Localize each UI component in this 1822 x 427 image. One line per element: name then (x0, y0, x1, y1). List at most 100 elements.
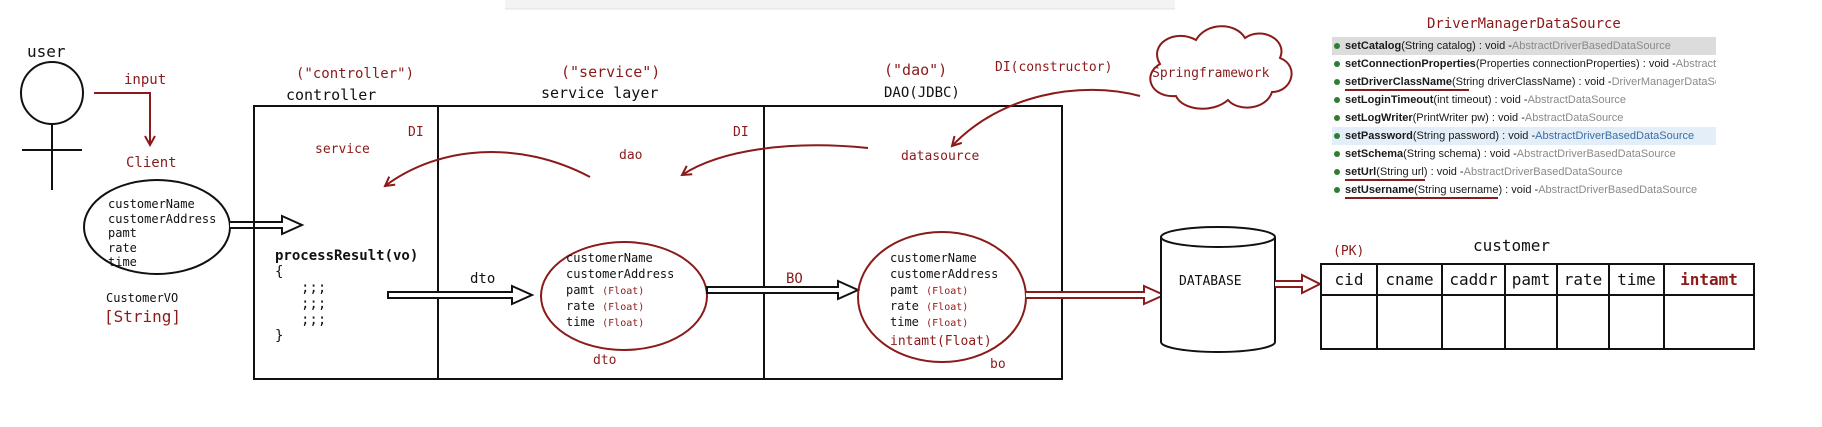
column-cname: cname (1376, 263, 1443, 296)
method-item-setPassword[interactable]: setPassword(String password) : void - Ab… (1332, 127, 1716, 145)
method-item-setUsername[interactable]: setUsername(String username) : void - Ab… (1332, 181, 1716, 199)
column-rate: rate (1556, 263, 1610, 296)
customer-table-title: customer (1473, 236, 1551, 255)
public-method-icon (1334, 151, 1340, 157)
client-field: customerAddress (108, 211, 217, 226)
dao-label: DAO(JDBC) (884, 85, 960, 101)
client-field: pamt (108, 226, 137, 240)
service-stereotype: ("service") (561, 63, 661, 81)
table-cell (1556, 294, 1610, 350)
dao-ref-label: dao (619, 148, 643, 163)
method-item-setConnectionProperties[interactable]: setConnectionProperties(Properties conne… (1332, 55, 1716, 73)
bo-field: time (Float) (890, 315, 969, 329)
customer-table: cid cname caddr pamt rate time intamt (1320, 263, 1755, 350)
client-field: customerName (108, 197, 195, 211)
input-arrow (94, 92, 150, 145)
di-label-controller: DI (408, 125, 424, 140)
bo-arrow-label: BO (786, 271, 803, 287)
table-cell (1320, 294, 1378, 350)
column-intamt: intamt (1663, 263, 1755, 296)
customer-vo-label: CustomerVO (106, 291, 179, 305)
method-item-setCatalog[interactable]: setCatalog(String catalog) : void - Abst… (1332, 37, 1716, 55)
method-item-setDriverClassName[interactable]: setDriverClassName(String driverClassNam… (1332, 73, 1716, 91)
method-signature: processResult(vo) (275, 248, 419, 264)
string-type-label: [String] (104, 307, 182, 326)
column-pamt: pamt (1504, 263, 1558, 296)
method-item-setUrl[interactable]: setUrl(String url) : void - AbstractDriv… (1332, 163, 1716, 181)
dto-arrow-label: dto (470, 271, 496, 287)
dto-field: pamt (Float) (566, 283, 645, 297)
column-time: time (1608, 263, 1665, 296)
top-toolbar-strip (505, 0, 1175, 9)
public-method-icon (1334, 169, 1340, 175)
bo-field: rate (Float) (890, 299, 969, 313)
table-cell (1608, 294, 1665, 350)
table-row (1320, 294, 1755, 350)
method-close-brace: } (275, 328, 284, 344)
pk-label: (PK) (1333, 244, 1365, 259)
method-item-setLogWriter[interactable]: setLogWriter(PrintWriter pw) : void - Ab… (1332, 109, 1716, 127)
dto-fields: customerName customerAddress pamt (Float… (566, 251, 674, 331)
dao-stereotype: ("dao") (884, 61, 948, 79)
database-to-table-arrow (1275, 273, 1323, 295)
user-actor (20, 61, 84, 190)
bo-fields: customerName customerAddress pamt (Float… (890, 251, 998, 349)
dto-field: rate (Float) (566, 299, 645, 313)
method-item-setLoginTimeout[interactable]: setLoginTimeout(int timeout) : void - Ab… (1332, 91, 1716, 109)
client-to-controller-arrow (230, 214, 305, 236)
public-method-icon (1334, 133, 1340, 139)
bo-field: customerName (890, 251, 977, 265)
dto-ellipse (540, 241, 708, 351)
di-label-service: DI (733, 125, 749, 140)
springframework-cloud (1149, 25, 1293, 110)
public-method-icon (1334, 187, 1340, 193)
springframework-label: Springframework (1152, 66, 1270, 81)
table-cell (1376, 294, 1443, 350)
public-method-icon (1334, 61, 1340, 67)
client-fields: customerName customerAddress pamt rate t… (108, 197, 216, 270)
dto-field: customerName (566, 251, 653, 265)
client-field: time (108, 255, 137, 269)
layers-box (253, 105, 1063, 380)
dto-to-bo-arrow (706, 279, 861, 301)
process-result-method: processResult(vo) { ;;; ;;; ;;; } (275, 248, 418, 344)
controller-to-dto-arrow (387, 284, 535, 306)
controller-label: controller (286, 86, 377, 104)
bo-field: customerAddress (890, 267, 999, 281)
method-body-line: ;;; (301, 312, 327, 328)
column-cid: cid (1320, 263, 1378, 296)
di-constructor-arrow (952, 88, 1141, 146)
user-label: user (27, 42, 66, 61)
database-cylinder (1160, 226, 1276, 353)
datasource-ref-label: datasource (901, 149, 980, 164)
dto-field: customerAddress (566, 267, 675, 281)
bo-label: bo (990, 357, 1006, 372)
table-cell (1441, 294, 1506, 350)
table-cell (1504, 294, 1558, 350)
public-method-icon (1334, 115, 1340, 121)
table-header-row: cid cname caddr pamt rate time intamt (1320, 263, 1755, 296)
bo-field-intamt: intamt(Float) (890, 334, 992, 349)
service-ref-label: service (315, 142, 370, 157)
dto-label: dto (593, 353, 617, 368)
method-body-line: ;;; (301, 280, 327, 296)
controller-stereotype: ("controller") (296, 66, 415, 82)
public-method-icon (1334, 97, 1340, 103)
public-method-icon (1334, 43, 1340, 49)
method-item-setSchema[interactable]: setSchema(String schema) : void - Abstra… (1332, 145, 1716, 163)
column-caddr: caddr (1441, 263, 1506, 296)
di-arrow-service (385, 151, 591, 186)
public-method-icon (1334, 79, 1340, 85)
table-cell (1663, 294, 1755, 350)
di-constructor-label: DI(constructor) (995, 60, 1113, 75)
di-arrow-dao (682, 144, 869, 175)
datasource-method-list: setCatalog(String catalog) : void - Abst… (1332, 37, 1716, 199)
datasource-class-title: DriverManagerDataSource (1427, 16, 1621, 32)
database-label: DATABASE (1179, 274, 1242, 289)
input-label: input (124, 72, 167, 88)
method-body-line: ;;; (301, 296, 327, 312)
client-field: rate (108, 240, 137, 255)
service-layer-label: service layer (541, 84, 659, 102)
client-label: Client (126, 155, 177, 171)
